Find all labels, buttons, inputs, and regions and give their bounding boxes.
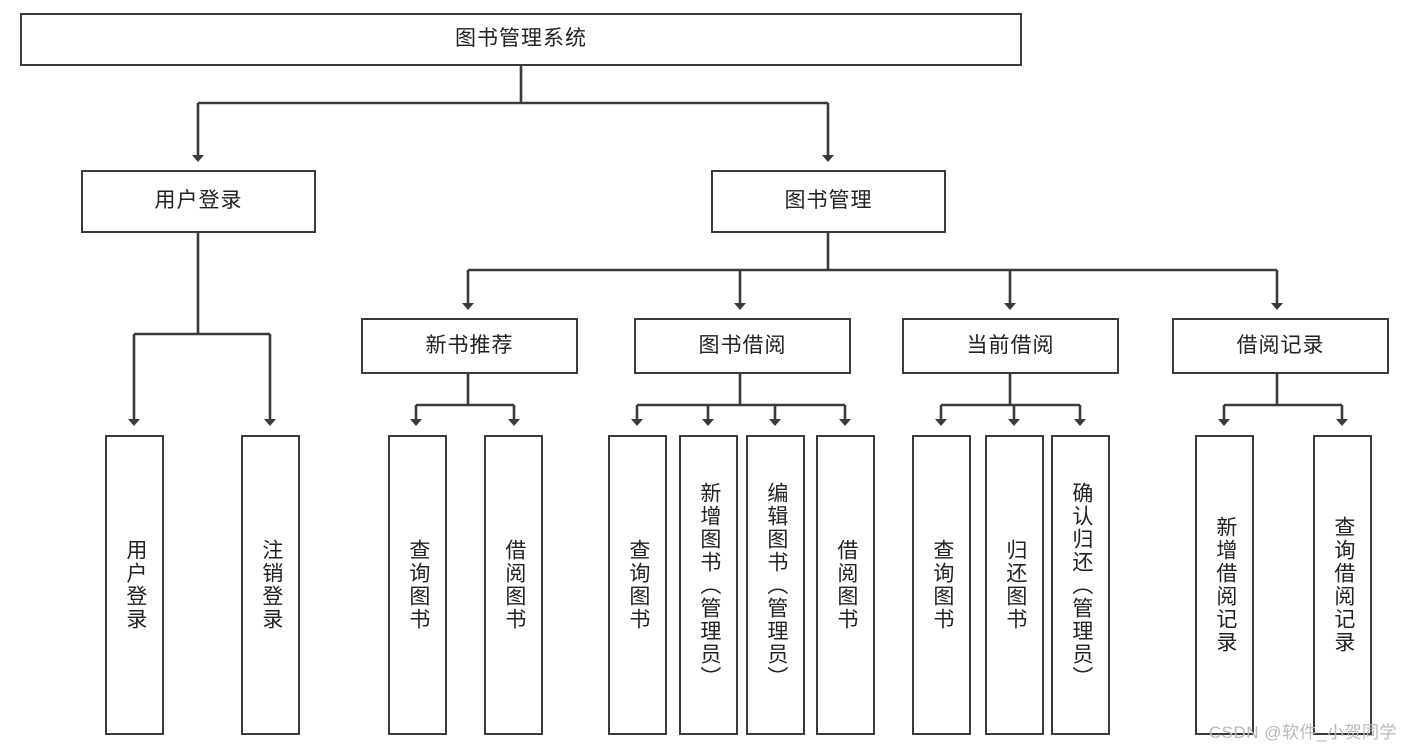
node-book-borrow[interactable]: 图书借阅 [634, 318, 851, 374]
node-label: 查询借阅记录 [1331, 516, 1355, 654]
node-book-management[interactable]: 图书管理 [711, 170, 946, 233]
node-new-book-recommend[interactable]: 新书推荐 [361, 318, 578, 374]
node-label: 确认归还（管理员） [1069, 481, 1093, 689]
leaf-user-login-logout[interactable]: 注销登录 [241, 435, 300, 735]
node-label: 注销登录 [259, 539, 283, 631]
node-label: 新增图书（管理员） [697, 481, 721, 689]
node-label: 借阅图书 [502, 539, 526, 631]
node-borrow-record[interactable]: 借阅记录 [1172, 318, 1389, 374]
leaf-recommend-borrow-book[interactable]: 借阅图书 [484, 435, 543, 735]
node-label: 图书管理系统 [455, 27, 587, 51]
node-label: 用户登录 [123, 539, 147, 631]
node-current-borrow[interactable]: 当前借阅 [902, 318, 1119, 374]
node-label: 新书推荐 [425, 333, 514, 357]
node-label: 当前借阅 [966, 333, 1055, 357]
leaf-borrow-borrow-book[interactable]: 借阅图书 [816, 435, 875, 735]
watermark-text: CSDN @软件_小贺同学 [1208, 723, 1397, 742]
leaf-recommend-query-book[interactable]: 查询图书 [388, 435, 447, 735]
node-label: 查询图书 [626, 539, 650, 631]
node-label: 编辑图书（管理员） [764, 481, 788, 689]
leaf-borrow-query-book[interactable]: 查询图书 [608, 435, 667, 735]
leaf-borrow-add-book-admin[interactable]: 新增图书（管理员） [679, 435, 738, 735]
leaf-current-return-book[interactable]: 归还图书 [985, 435, 1044, 735]
leaf-user-login-login[interactable]: 用户登录 [105, 435, 164, 735]
node-root-system[interactable]: 图书管理系统 [20, 13, 1022, 66]
node-label: 归还图书 [1003, 539, 1027, 631]
node-label: 借阅图书 [834, 539, 858, 631]
leaf-record-query-record[interactable]: 查询借阅记录 [1313, 435, 1372, 735]
node-label: 查询图书 [930, 539, 954, 631]
leaf-current-query-book[interactable]: 查询图书 [912, 435, 971, 735]
leaf-current-confirm-return-admin[interactable]: 确认归还（管理员） [1051, 435, 1110, 735]
node-label: 图书借阅 [698, 333, 787, 357]
node-user-login[interactable]: 用户登录 [81, 170, 316, 233]
node-label: 用户登录 [154, 189, 243, 213]
node-label: 查询图书 [406, 539, 430, 631]
leaf-record-add-record[interactable]: 新增借阅记录 [1195, 435, 1254, 735]
node-label: 图书管理 [784, 189, 873, 213]
node-label: 新增借阅记录 [1213, 516, 1237, 654]
leaf-borrow-edit-book-admin[interactable]: 编辑图书（管理员） [746, 435, 805, 735]
node-label: 借阅记录 [1236, 333, 1325, 357]
